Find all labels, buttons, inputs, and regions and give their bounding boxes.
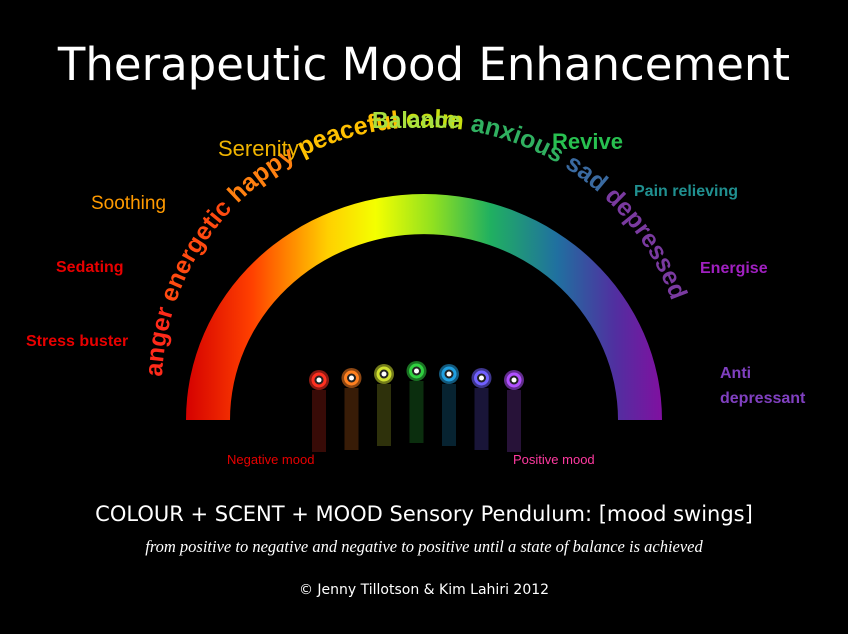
orb-core xyxy=(511,377,517,383)
orb-core xyxy=(316,377,322,383)
orb-reflection xyxy=(312,390,326,452)
orb-core xyxy=(414,368,419,374)
label-stress-buster: Stress buster xyxy=(26,333,129,350)
orb-core xyxy=(349,375,354,381)
label-revive: Revive xyxy=(552,129,623,154)
orb-reflection xyxy=(474,388,489,450)
label-pain-relieving: Pain relieving xyxy=(634,183,739,200)
label-soothing: Soothing xyxy=(91,193,167,214)
label-sedating: Sedating xyxy=(56,259,124,276)
label-serenity: Serenity xyxy=(218,136,299,161)
label-anti-depressant-2: depressant xyxy=(720,390,806,407)
mood-word-calm: calm xyxy=(405,105,473,137)
orb-reflection xyxy=(507,390,521,452)
label-balance: Balance xyxy=(372,107,461,133)
footer-subline: from positive to negative and negative t… xyxy=(145,537,703,556)
orb-row xyxy=(309,361,524,452)
label-energise: Energise xyxy=(700,260,768,277)
label-anti-depressant-1: Anti xyxy=(720,365,752,382)
orb-reflection xyxy=(442,384,456,446)
orb-core xyxy=(479,375,484,381)
label-negative-mood: Negative mood xyxy=(227,452,315,467)
orb-reflection xyxy=(344,388,359,450)
orb-core xyxy=(446,371,452,377)
page-title: Therapeutic Mood Enhancement xyxy=(57,38,791,91)
orb-core xyxy=(381,371,387,377)
mood-word-anger: anger xyxy=(140,296,181,377)
mood-word-energetic: energetic xyxy=(155,188,242,305)
rainbow-arc xyxy=(186,194,662,420)
footer-headline: COLOUR + SCENT + MOOD Sensory Pendulum: … xyxy=(95,502,753,526)
orb-reflection xyxy=(377,384,391,446)
footer-credit: © Jenny Tillotson & Kim Lahiri 2012 xyxy=(298,582,550,598)
label-positive-mood: Positive mood xyxy=(513,452,595,467)
orb-reflection xyxy=(409,381,424,443)
